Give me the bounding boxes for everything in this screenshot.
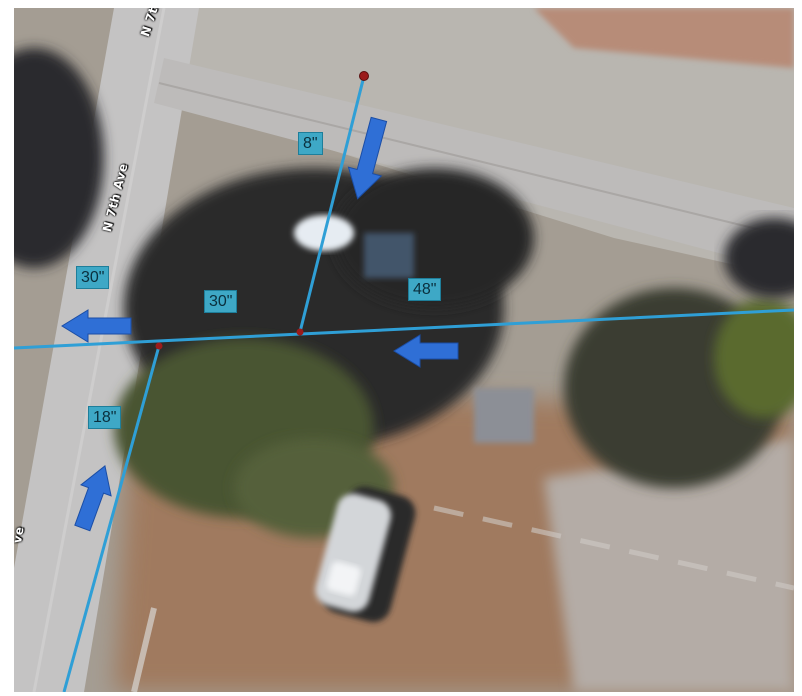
street-upper — [154, 58, 794, 273]
survey-line-horizontal — [14, 308, 794, 350]
dimension-label-left-mid: 30" — [204, 290, 238, 313]
tree-shadow-left — [14, 48, 104, 268]
direction-arrow-icon — [61, 309, 132, 343]
aerial-map: N 7th A N 7th Ave ve 8" 30" 30" 48" 18" — [14, 8, 794, 692]
street-centerline — [32, 8, 166, 692]
curb — [131, 607, 157, 692]
dimension-label-bottom: 18" — [88, 406, 122, 429]
tree-right-green — [714, 298, 794, 418]
vehicle-roof — [364, 233, 414, 278]
dimension-label-left-edge: 30" — [76, 266, 110, 289]
map-imagery — [14, 8, 794, 692]
lot-line — [433, 505, 794, 591]
survey-node-icon — [296, 328, 304, 336]
street-n7th-ave — [14, 8, 199, 692]
survey-node-icon — [155, 342, 163, 350]
survey-node-icon — [359, 71, 369, 81]
roof — [534, 8, 794, 68]
direction-arrow-icon — [393, 334, 459, 368]
survey-line-bottom — [62, 345, 161, 692]
survey-line-top — [298, 75, 366, 333]
direction-arrow-icon — [347, 116, 388, 200]
dimension-label-top: 8" — [298, 132, 323, 155]
direction-arrow-icon — [74, 465, 112, 532]
car — [315, 486, 416, 623]
pavement — [544, 438, 794, 692]
tree-right-top — [724, 218, 794, 298]
street-edge — [158, 82, 794, 239]
dimension-label-right: 48" — [408, 278, 442, 301]
shed — [474, 388, 534, 443]
